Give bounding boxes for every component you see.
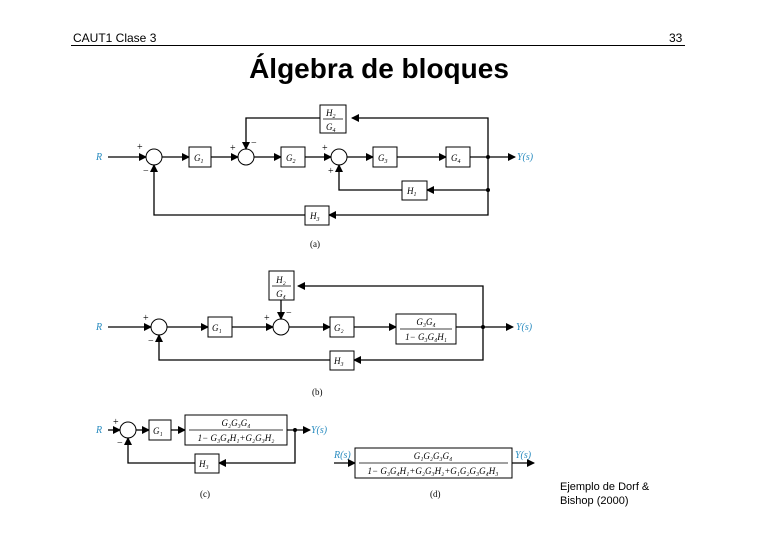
sign-plus: +: [264, 313, 270, 324]
caption-d: (d): [430, 489, 441, 499]
sign-minus: −: [117, 438, 123, 449]
g3-label: G3: [378, 153, 388, 165]
sign-minus: −: [251, 138, 257, 149]
svg-text:1− G₃G₄H₁+G₂G₃H₂+G₁G₂G₃G₄H₃: 1− G₃G₄H₁+G₂G₃H₂+G₁G₂G₃G₄H₃: [368, 466, 499, 476]
sign-plus: +: [328, 166, 334, 177]
diagram-c-input-label: R: [95, 425, 102, 436]
caption-c: (c): [200, 489, 210, 499]
block-h2-over-g4: [268, 270, 295, 301]
diagram-a: R + − G1 + − G2 + + G3 G4 Y(s) H2 G4: [95, 104, 534, 249]
caption-a: (a): [310, 239, 320, 249]
g4-label: G4: [451, 153, 461, 165]
diagram-a-output-label: Y(s): [517, 152, 534, 163]
diagram-b: R + − G₁ + − G₂ G₃G₄ 1− G₃G₄H₁ Y(s) H₂ G…: [95, 270, 533, 397]
sign-plus: +: [230, 143, 236, 154]
diagram-d-output-label: Y(s): [515, 450, 532, 461]
sign-plus: +: [322, 143, 328, 154]
svg-text:G₂: G₂: [334, 323, 344, 333]
svg-text:G₁: G₁: [153, 426, 163, 436]
sign-plus: +: [137, 142, 143, 153]
summing-junction-2: [237, 148, 255, 166]
svg-text:1− G₃G₄H₁+G₂G₃H₂: 1− G₃G₄H₁+G₂G₃H₂: [198, 433, 275, 443]
sign-minus: −: [143, 166, 149, 177]
slide-title: Álgebra de bloques: [249, 53, 509, 84]
svg-text:G₁G₂G₃G₄: G₁G₂G₃G₄: [414, 451, 453, 461]
sign-minus: −: [286, 308, 292, 319]
h1-label: H1: [406, 186, 417, 198]
summing-junction-2: [272, 318, 290, 336]
summing-junction-3: [330, 148, 348, 166]
g2-label: G2: [286, 153, 296, 165]
course-label: CAUT1 Clase 3: [73, 31, 157, 45]
summing-junction: [119, 421, 137, 439]
diagram-b-input-label: R: [95, 322, 102, 333]
diagram-a-input-label: R: [95, 152, 102, 163]
h3-label: H3: [309, 211, 320, 223]
svg-text:G₂G₃G₄: G₂G₃G₄: [222, 418, 251, 428]
diagram-c: R + − G₁ G₂G₃G₄ 1− G₃G₄H₁+G₂G₃H₂ Y(s) H₃…: [95, 414, 328, 499]
caption-b: (b): [312, 387, 323, 397]
diagram-d: R(s) G₁G₂G₃G₄ 1− G₃G₄H₁+G₂G₃H₂+G₁G₂G₃G₄H…: [333, 447, 535, 499]
summing-junction-1: [150, 318, 168, 336]
g1-label: G1: [194, 153, 204, 165]
sign-plus: +: [143, 313, 149, 324]
diagram-d-input-label: R(s): [333, 450, 351, 461]
source-credit: Ejemplo de Dorf & Bishop (2000): [560, 481, 650, 507]
summing-junction-1: [145, 148, 163, 166]
svg-text:H₃: H₃: [198, 459, 209, 469]
sign-plus: +: [113, 417, 119, 428]
svg-text:G₁: G₁: [212, 323, 222, 333]
svg-text:G₃G₄: G₃G₄: [416, 317, 435, 327]
svg-text:G₄: G₄: [276, 289, 286, 299]
sign-minus: −: [148, 336, 154, 347]
svg-text:1− G₃G₄H₁: 1− G₃G₄H₁: [405, 332, 447, 342]
svg-text:H₂: H₂: [275, 275, 286, 285]
header-rule: [71, 45, 685, 46]
diagram-b-output-label: Y(s): [516, 322, 533, 333]
page-number: 33: [669, 31, 683, 45]
svg-text:H₃: H₃: [333, 356, 344, 366]
g4-label: G4: [326, 122, 336, 134]
diagram-c-output-label: Y(s): [311, 425, 328, 436]
h2-label: H2: [325, 108, 336, 120]
